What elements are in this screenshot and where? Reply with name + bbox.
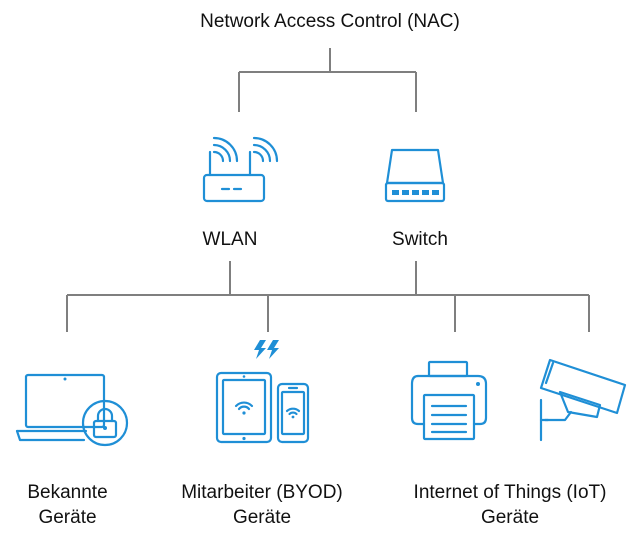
endpoint-label-line1: Mitarbeiter (BYOD) [181, 482, 343, 503]
endpoint-label-known-devices: Bekannte Geräte [5, 480, 130, 530]
network-switch-icon [384, 148, 446, 203]
endpoint-label-iot: Internet of Things (IoT) Geräte [386, 480, 634, 530]
laptop-lock-icon [15, 373, 129, 447]
printer-camera-icon [410, 358, 627, 442]
connector-hubs-endpoints [66, 261, 590, 332]
endpoint-label-line1: Internet of Things (IoT) [413, 482, 607, 503]
tablet-phone-icon [215, 340, 310, 444]
endpoint-label-byod: Mitarbeiter (BYOD) Geräte [157, 480, 367, 530]
connector-title-hubs [238, 48, 417, 112]
endpoint-label-line2: Geräte [232, 507, 292, 528]
wifi-router-icon [202, 136, 279, 203]
diagram-title: Network Access Control (NAC) [200, 11, 460, 32]
endpoint-label-line2: Geräte [38, 507, 97, 528]
hub-label-wlan: WLAN [202, 229, 258, 250]
endpoint-label-line2: Geräte [480, 507, 540, 528]
endpoint-label-line1: Bekannte [27, 482, 108, 503]
hub-label-switch: Switch [392, 229, 448, 250]
